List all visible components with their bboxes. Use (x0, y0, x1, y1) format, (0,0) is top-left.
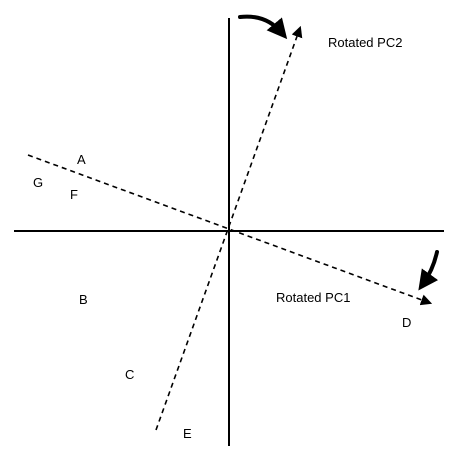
point-label-c: C (125, 367, 134, 382)
point-label-g: G (33, 175, 43, 190)
point-label-f: F (70, 187, 78, 202)
rotation-arrow-right-icon (418, 250, 439, 291)
rotated-pc2-label: Rotated PC2 (328, 35, 402, 50)
point-label-d: D (402, 315, 411, 330)
rotated-pc1-label: Rotated PC1 (276, 290, 350, 305)
rotation-arrow-top-icon (238, 14, 288, 40)
point-label-b: B (79, 292, 88, 307)
point-label-a: A (77, 152, 86, 167)
point-label-e: E (183, 426, 192, 441)
rotated-pc2-line (155, 25, 303, 431)
